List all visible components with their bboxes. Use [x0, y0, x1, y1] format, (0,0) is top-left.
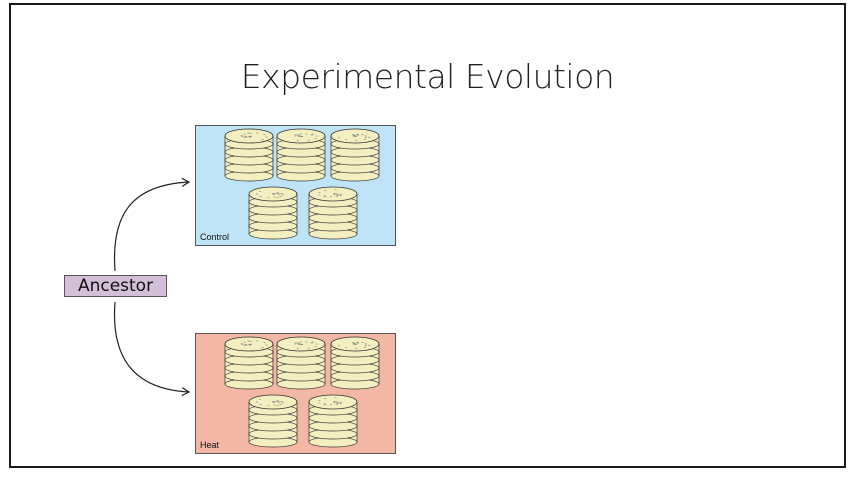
control-label: Control [200, 232, 230, 242]
dish-stack [330, 128, 380, 182]
arrow-to-heat [113, 301, 191, 397]
control-dish-stacks [224, 128, 380, 240]
heat-label: Heat [200, 440, 220, 450]
lineage-arrows [113, 177, 191, 397]
dish-stack [248, 186, 298, 240]
dish-stack [248, 394, 298, 448]
dish-stack [308, 394, 358, 448]
dish-stack [330, 336, 380, 390]
dish-stack [276, 128, 326, 182]
dish-stack [224, 336, 274, 390]
control-panel: Control [195, 125, 396, 246]
slide-title: Experimental Evolution [240, 57, 615, 96]
ancestor-box: Ancestor [64, 275, 167, 297]
arrow-to-control [113, 177, 191, 272]
dish-stack [224, 128, 274, 182]
heat-panel: Heat [195, 333, 396, 454]
heat-dish-stacks [224, 336, 380, 448]
dish-stack [276, 336, 326, 390]
dish-stack [308, 186, 358, 240]
slide: Experimental Evolution Control Heat Ance… [9, 3, 846, 468]
